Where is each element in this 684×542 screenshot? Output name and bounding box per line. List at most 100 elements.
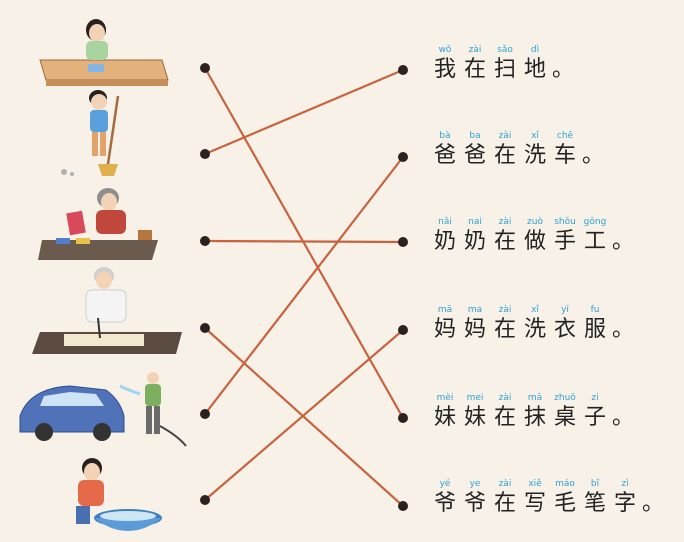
- right-dot-6[interactable]: [398, 501, 408, 511]
- char: zài 在: [490, 304, 520, 343]
- girl-wiping-table-picture: [39, 19, 169, 86]
- left-dot-5[interactable]: [200, 409, 210, 419]
- hanzi: 我: [433, 57, 456, 82]
- char: xǐ 洗: [520, 304, 550, 343]
- pinyin: gōng: [583, 217, 607, 227]
- pinyin: fu: [590, 305, 600, 315]
- pinyin: ba: [469, 131, 481, 141]
- pinyin: zì: [621, 479, 629, 489]
- period: 。: [552, 57, 575, 82]
- pinyin: zài: [498, 393, 512, 403]
- right-dot-3[interactable]: [398, 237, 408, 247]
- hanzi: 奶: [433, 229, 456, 254]
- hanzi: 做: [523, 229, 546, 254]
- hanzi: 写: [523, 491, 546, 516]
- hanzi: 子: [583, 405, 606, 430]
- hanzi: 毛: [553, 491, 576, 516]
- hanzi: 手: [553, 229, 576, 254]
- char: mèi 妹: [430, 392, 460, 431]
- pinyin: zuò: [527, 217, 543, 227]
- left-dot-3[interactable]: [200, 236, 210, 246]
- hanzi: 爷: [463, 491, 486, 516]
- char: zhuō 桌: [550, 392, 580, 431]
- left-dot-1[interactable]: [200, 63, 210, 73]
- pinyin: mā: [437, 305, 453, 315]
- hanzi: 妹: [463, 405, 486, 430]
- right-dot-1[interactable]: [398, 65, 408, 75]
- pinyin: zài: [498, 305, 512, 315]
- hanzi: 妹: [433, 405, 456, 430]
- pinyin: máo: [555, 479, 575, 489]
- match-line-5: [203, 155, 405, 416]
- hanzi: 桌: [553, 405, 576, 430]
- hanzi: 笔: [583, 491, 606, 516]
- pinyin: mèi: [436, 393, 454, 403]
- char: shǒu 手: [550, 216, 580, 255]
- hanzi: 在: [493, 317, 516, 342]
- char: wǒ 我: [430, 44, 460, 83]
- pinyin: zài: [498, 217, 512, 227]
- grandpa-calligraphy-picture: [32, 267, 182, 354]
- pinyin: mā: [527, 393, 543, 403]
- char: xiě 写: [520, 478, 550, 517]
- period: 。: [642, 491, 665, 516]
- pinyin: shǒu: [554, 217, 576, 227]
- hanzi: 地: [523, 57, 546, 82]
- match-line-3: [203, 239, 405, 244]
- pinyin: dì: [530, 45, 540, 55]
- char: dì 地: [520, 44, 550, 83]
- char: mei 妹: [460, 392, 490, 431]
- hanzi: 在: [463, 57, 486, 82]
- hanzi: 扫: [493, 57, 516, 82]
- hanzi: 车: [553, 143, 576, 168]
- hanzi: 爸: [463, 143, 486, 168]
- hanzi: 洗: [523, 143, 546, 168]
- pinyin: xiě: [528, 479, 542, 489]
- pinyin: zhuō: [554, 393, 576, 403]
- right-dot-4[interactable]: [398, 325, 408, 335]
- hanzi: 奶: [463, 229, 486, 254]
- left-dot-6[interactable]: [200, 495, 210, 505]
- hanzi: 在: [493, 143, 516, 168]
- char: zuò 做: [520, 216, 550, 255]
- left-dot-4[interactable]: [200, 323, 210, 333]
- mother-washing-clothes-picture: [76, 458, 162, 531]
- hanzi: 洗: [523, 317, 546, 342]
- hanzi: 在: [493, 491, 516, 516]
- right-dot-2[interactable]: [398, 152, 408, 162]
- pinyin: xǐ: [531, 305, 539, 315]
- pinyin: bà: [439, 131, 451, 141]
- pinyin: nai: [468, 217, 482, 227]
- hanzi: 服: [583, 317, 606, 342]
- grandma-doing-handicraft-picture: [38, 188, 158, 260]
- pinyin: wǒ: [438, 45, 452, 55]
- left-dot-2[interactable]: [200, 149, 210, 159]
- pinyin: zài: [498, 131, 512, 141]
- pinyin: mei: [466, 393, 484, 403]
- pinyin: yé: [439, 479, 451, 489]
- char: fu 服: [580, 304, 610, 343]
- pinyin: bǐ: [590, 479, 600, 489]
- period: 。: [612, 229, 635, 254]
- right-dot-5[interactable]: [398, 413, 408, 423]
- char: zài 在: [490, 130, 520, 169]
- match-line-1: [203, 66, 405, 420]
